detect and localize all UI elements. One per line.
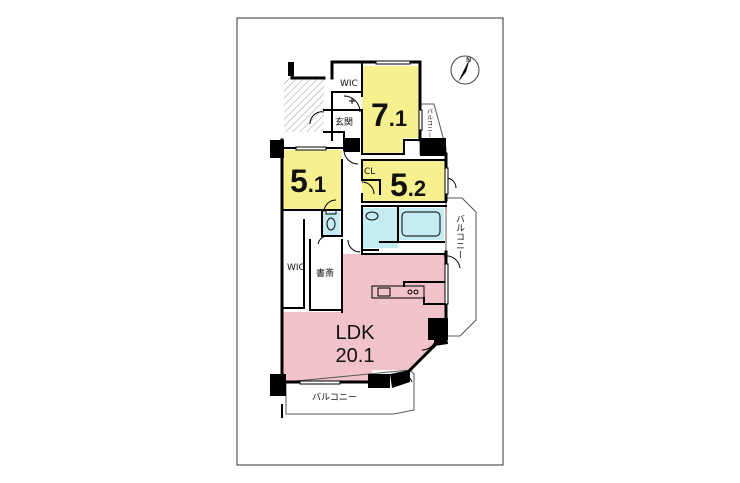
fixtures	[325, 98, 441, 297]
windows	[295, 60, 449, 385]
doors	[309, 95, 461, 383]
bedroom-west-fill	[282, 150, 342, 210]
bedroom-east-size: 5.2	[390, 167, 426, 203]
wic-west-label: WIC	[287, 263, 305, 273]
bedroom-north-size: 7.1	[371, 97, 407, 133]
compass-letter: N	[466, 56, 471, 64]
balcony-east-label: バルコニー	[454, 214, 465, 259]
walls	[280, 60, 448, 384]
wic-north-label: WIC	[340, 79, 358, 89]
closet-label: CL	[364, 167, 375, 177]
ldk-label: LDK	[336, 322, 376, 344]
bedroom-north-fill	[362, 66, 420, 154]
toilet-fill	[322, 212, 340, 236]
compass-needle-icon	[458, 58, 470, 82]
ldk-size: 20.1	[336, 345, 375, 367]
study-label: 書斎	[316, 267, 334, 279]
bedroom-west-size: 5.1	[290, 163, 326, 199]
bath-fill	[398, 208, 444, 240]
entrance-label: 玄関	[335, 116, 353, 128]
room-labels: 7.1 5.1 5.2 LDK 20.1 WIC 玄関 CL WIC 書斎 バル…	[287, 79, 465, 403]
entrance-hatch	[284, 78, 324, 132]
balcony-north-label: バルコニー	[426, 108, 433, 138]
compass: N	[450, 55, 480, 85]
columns	[270, 62, 448, 396]
balcony-south-label: バルコニー	[312, 392, 357, 403]
